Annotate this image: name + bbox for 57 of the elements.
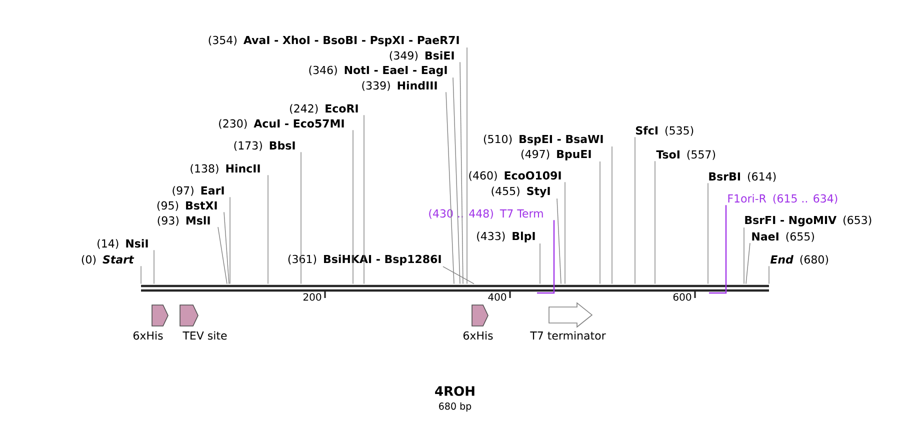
site-label: (510) BspEI - BsaWI	[484, 134, 603, 146]
site-label: TsoI (557)	[656, 150, 716, 160]
leader-line	[460, 62, 464, 284]
site-label: (346) NotI - EaeI - EagI	[309, 66, 447, 76]
gene-feature: TEV site	[180, 304, 227, 340]
site-label: (0) Start	[82, 255, 134, 265]
site-label: SfcI (535)	[636, 126, 694, 136]
leader-line	[634, 136, 636, 284]
site-label: (93) MslI	[158, 216, 210, 226]
leader-line	[442, 266, 474, 284]
leader-line	[224, 212, 230, 284]
primer-bracket	[709, 205, 727, 294]
leader-line	[466, 47, 468, 284]
site-label: (14) NsiI	[98, 239, 148, 249]
tick-label: 200	[303, 293, 322, 301]
site-label: (354) AvaI - XhoI - BsoBI - PspXI - PaeR7I	[208, 36, 459, 46]
leader-line	[218, 226, 228, 284]
gene-feature: 6xHis	[464, 304, 493, 340]
site-label: (339) HindIII	[362, 81, 437, 91]
site-label: (460) EcoO109I	[469, 171, 561, 181]
site-label: NaeI (655)	[752, 232, 814, 242]
primer-bracket	[537, 220, 555, 294]
leader-line	[556, 198, 562, 284]
leader-line	[140, 266, 142, 284]
node-label: T7 terminator	[530, 331, 606, 340]
site-label: BsrFI - NgoMIV (653)	[745, 216, 872, 226]
leader-line	[654, 160, 656, 284]
site-label: End (680)	[770, 255, 828, 265]
site-label: (349) BsiEI	[390, 51, 454, 61]
leader-line	[352, 130, 354, 284]
gene-feature: 6xHis	[134, 304, 168, 340]
site-label: (497) BpuEI	[521, 150, 591, 160]
primer-label: F1ori-R (615 .. 634)	[728, 194, 838, 204]
site-label: (230) AcuI - Eco57MI	[219, 119, 344, 129]
leader-line	[452, 77, 460, 284]
site-label: (242) EcoRI	[290, 104, 358, 114]
site-label: (433) BlpI	[477, 232, 535, 242]
map-title: 4ROH	[435, 386, 474, 396]
gene-feature: T7 terminator	[530, 302, 606, 340]
site-label: (138) HincII	[190, 164, 260, 174]
leader-line	[300, 152, 302, 284]
site-label: (173) BbsI	[234, 141, 295, 151]
leader-line	[768, 266, 770, 284]
site-label: (97) EarI	[172, 186, 224, 196]
site-label: (361) BsiHKAI - Bsp1286I	[288, 254, 441, 266]
node-label: 6xHis	[463, 331, 493, 340]
tick-label: 400	[488, 293, 506, 301]
sequence-length: 680 bp	[439, 402, 472, 412]
node-label: TEV site	[182, 331, 227, 340]
leader-line	[446, 92, 454, 284]
site-label: BsrBI (614)	[709, 172, 776, 182]
leader-line	[746, 242, 750, 284]
dna-backbone	[141, 284, 769, 292]
node-label: 6xHis	[133, 331, 163, 340]
site-label: (455) StyI	[492, 186, 550, 198]
site-label: (95) BstXI	[157, 201, 217, 211]
leader-line	[564, 182, 566, 284]
